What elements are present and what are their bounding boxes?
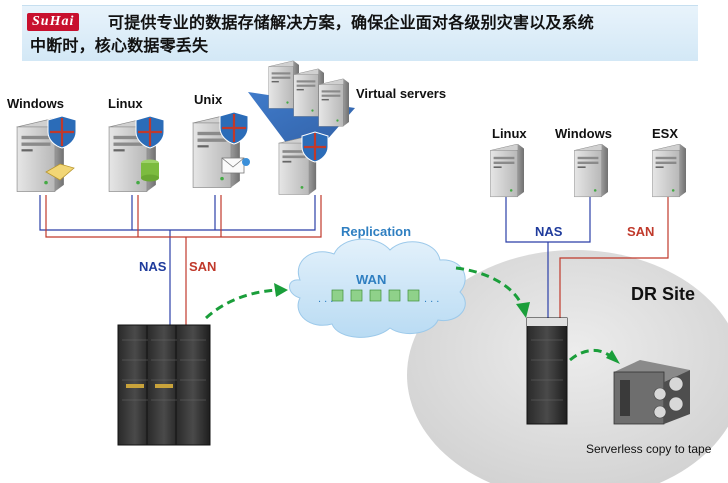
server-virtual-host — [278, 131, 329, 195]
dr-site-title: DR Site — [631, 284, 695, 304]
title-line-2: 中断时，核心数据零丢失 — [30, 38, 209, 55]
logo-text: SuHai — [27, 13, 80, 31]
primary-wiring — [39, 195, 322, 325]
primary-storage-array — [117, 324, 211, 446]
dr-linux-label: Linux — [492, 126, 527, 141]
primary-san-label: SAN — [189, 259, 216, 274]
company-logo: SuHai — [27, 12, 80, 32]
replication-label: Replication — [341, 224, 411, 239]
wan-packets — [331, 289, 420, 302]
dr-nas-label: NAS — [535, 224, 563, 239]
folder-icon — [45, 163, 75, 181]
svg-text:. . .: . . . — [424, 293, 439, 305]
page-title: 可提供专业的数据存储解决方案，确保企业面对各级别灾害以及系统 中断时，核心数据零… — [30, 12, 688, 58]
server-unix — [192, 111, 250, 189]
windows-server-label: Windows — [7, 96, 64, 111]
dr-wiring — [505, 195, 669, 318]
database-icon — [141, 159, 159, 182]
arrow-heads — [274, 283, 620, 364]
server-windows — [16, 115, 77, 193]
svg-text:. . .: . . . — [318, 293, 333, 305]
title-line-1: 可提供专业的数据存储解决方案，确保企业面对各级别灾害以及系统 — [108, 15, 595, 32]
dr-windows-label: Windows — [555, 126, 612, 141]
virtual-servers-label: Virtual servers — [356, 86, 446, 101]
server-linux — [108, 115, 165, 193]
dr-storage-array — [526, 317, 568, 425]
tape-library — [613, 360, 690, 425]
wan-cloud: . . . . . . — [289, 238, 466, 338]
dr-site-area — [407, 250, 728, 483]
wan-label: WAN — [356, 272, 386, 287]
tape-reel-icon — [653, 376, 684, 419]
primary-nas-label: NAS — [139, 259, 167, 274]
dr-server-linux — [489, 144, 525, 198]
replication-arrows — [204, 266, 611, 362]
unix-server-label: Unix — [194, 92, 223, 107]
tape-label: Serverless copy to tape — [586, 442, 712, 456]
dr-server-windows — [573, 144, 609, 198]
dr-esx-label: ESX — [652, 126, 678, 141]
dr-server-esx — [651, 144, 687, 198]
dr-san-label: SAN — [627, 224, 654, 239]
linux-server-label: Linux — [108, 96, 143, 111]
header-banner: SuHai 可提供专业的数据存储解决方案，确保企业面对各级别灾害以及系统 中断时… — [22, 5, 698, 61]
mail-icon — [221, 157, 250, 174]
